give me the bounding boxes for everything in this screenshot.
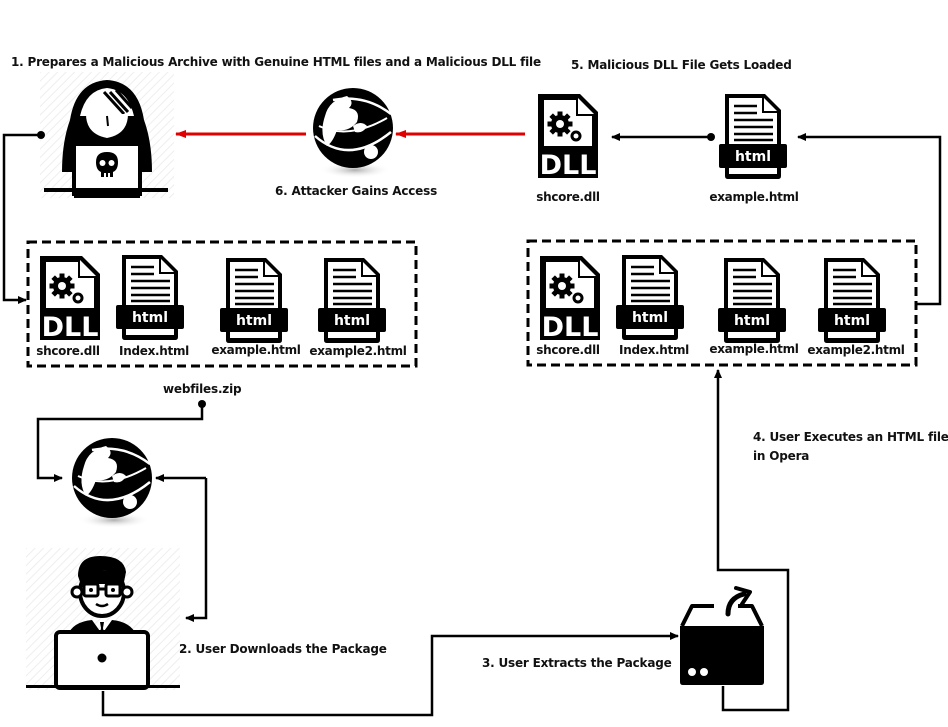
loaded-dll-filename: shcore.dll: [536, 190, 600, 204]
arrow-archive-to-internet: [36, 404, 204, 482]
loaded-dll-file-icon: DLL: [538, 94, 598, 181]
internet-globe-icon-top: [311, 86, 395, 180]
step1-label: 1. Prepares a Malicious Archive with Gen…: [11, 55, 541, 69]
svg-text:html: html: [834, 313, 870, 329]
extractor-open-box-icon: [680, 586, 764, 685]
svg-text:html: html: [632, 310, 668, 326]
svg-text:html: html: [236, 313, 272, 329]
arrow-extractor-to-extracted: [714, 369, 790, 712]
svg-text:html: html: [132, 310, 168, 326]
archive-file-html-icon: html: [316, 256, 388, 345]
arrow-user-to-extractor: [101, 632, 679, 717]
loaded-html-tag: html: [735, 149, 771, 165]
step3-label: 3. User Extracts the Package: [482, 656, 672, 670]
extracted-file-html-icon: html: [614, 253, 686, 342]
extracted-filename: example.html: [709, 342, 799, 356]
arrow-attacker-to-archive: [2, 133, 41, 304]
step5-label: 5. Malicious DLL File Gets Loaded: [571, 58, 792, 72]
attacker-hacker-icon: [40, 72, 174, 198]
step2-label: 2. User Downloads the Package: [179, 642, 387, 656]
archive-name-label: webfiles.zip: [163, 382, 242, 396]
loaded-html-file-icon: html: [717, 92, 789, 181]
archive-filename: Index.html: [119, 344, 189, 358]
archive-filename: example2.html: [309, 344, 407, 358]
archive-file-html-icon: html: [114, 253, 186, 342]
extracted-group-box: [526, 239, 918, 367]
step6-label: 6. Attacker Gains Access: [275, 184, 438, 198]
loaded-html-filename: example.html: [709, 190, 799, 204]
svg-text:DLL: DLL: [542, 312, 599, 343]
extracted-file-html-icon: html: [716, 256, 788, 345]
extracted-file-html-icon: html: [816, 256, 888, 345]
archive-filename: shcore.dll: [36, 344, 100, 358]
arrow-internet-to-user: [185, 478, 208, 622]
archive-file-dll-icon: DLL: [40, 256, 100, 343]
step4-label-line2: in Opera: [753, 449, 810, 463]
extracted-filename: shcore.dll: [536, 343, 600, 357]
archive-file-html-icon: html: [218, 256, 290, 345]
extracted-filename: Index.html: [619, 343, 689, 357]
archive-group-box: [26, 240, 418, 368]
victim-user-icon: [26, 548, 180, 690]
step4-label-line1: 4. User Executes an HTML file: [753, 430, 948, 444]
internet-globe-icon-bottom: [70, 436, 154, 530]
archive-filename: example.html: [211, 343, 301, 357]
svg-text:html: html: [734, 313, 770, 329]
svg-text:html: html: [334, 313, 370, 329]
loaded-dll-tag: DLL: [540, 150, 597, 181]
extracted-filename: example2.html: [807, 343, 905, 357]
arrow-extracted-to-html: [797, 133, 942, 306]
svg-text:DLL: DLL: [42, 312, 99, 343]
extracted-file-dll-icon: DLL: [540, 256, 600, 343]
